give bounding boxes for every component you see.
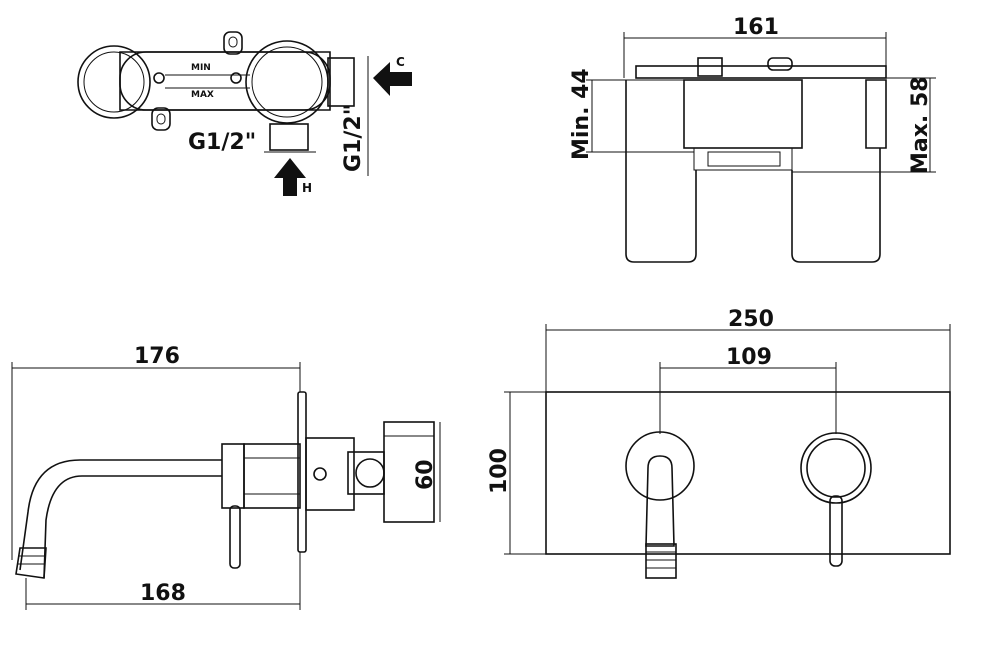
lever-body — [221, 443, 245, 509]
depth-max-value: Max. 58 — [908, 76, 933, 174]
hot-inlet-arrow-icon — [274, 158, 306, 196]
lever-handle — [229, 505, 241, 569]
screw-right — [230, 72, 242, 84]
right-leg — [791, 148, 881, 263]
aerator — [15, 547, 47, 579]
plate-height-value: 100 — [487, 448, 512, 494]
right-cylinder-inner — [251, 46, 323, 118]
left-cylinder-inner — [83, 51, 145, 113]
front-view: 250 109 100 — [487, 307, 951, 579]
bottom-tab-slot — [156, 113, 166, 125]
spout-lower — [43, 475, 222, 579]
inwall-box — [383, 421, 435, 523]
mounting-plate — [119, 51, 331, 111]
handle-lever-front — [829, 495, 843, 567]
handle-rosette-inner — [806, 438, 866, 498]
hot-inlet-label: H — [302, 181, 312, 195]
handle-rosette — [800, 432, 872, 504]
spout-projection-value: 168 — [140, 581, 186, 606]
screw-left — [153, 72, 165, 84]
thread-side-label: G1/2" — [341, 104, 366, 172]
left-cylinder — [77, 45, 151, 119]
min-label: MIN — [191, 63, 211, 73]
thread-bottom-label: G1/2" — [188, 130, 256, 155]
connector-body — [243, 443, 301, 509]
plate-clip-left — [697, 57, 723, 77]
rear-body-view: MIN MAX G1/2" G1/2" C H — [77, 31, 412, 196]
body-lower — [693, 147, 793, 171]
max-label: MAX — [191, 90, 214, 100]
inwall-screw — [313, 467, 327, 481]
bottom-tab — [151, 107, 171, 131]
bottom-inlet-connector — [269, 123, 309, 151]
spout-front — [645, 455, 675, 547]
body-lower-detail — [707, 151, 781, 167]
side-bracket — [865, 79, 887, 149]
inwall-body — [305, 437, 355, 511]
inwall-valve-circle — [355, 458, 385, 488]
left-leg — [625, 80, 697, 263]
side-view: 176 60 168 — [11, 344, 441, 610]
side-inlet-connector — [327, 57, 355, 107]
center-distance-value: 109 — [726, 345, 772, 370]
depth-min-value: Min. 44 — [569, 68, 594, 160]
top-tab — [223, 31, 243, 55]
cold-inlet-arrow-icon — [373, 62, 412, 96]
spout-upper — [19, 459, 222, 571]
plate-clip-right — [767, 57, 793, 71]
plate-outline — [119, 51, 331, 111]
body-height-value: 60 — [413, 459, 438, 490]
top-tab-slot — [228, 36, 238, 48]
plate-width-value: 250 — [728, 307, 774, 332]
wall-plate — [635, 65, 887, 79]
cold-inlet-label: C — [396, 55, 405, 69]
central-body — [683, 79, 803, 149]
width-value: 161 — [733, 15, 779, 40]
top-view: 161 Min. 44 Max. 58 — [569, 15, 936, 263]
spout-rosette — [625, 431, 695, 501]
front-plate — [545, 391, 951, 555]
spout-aerator-front — [645, 543, 677, 579]
overall-length-value: 176 — [134, 344, 180, 369]
